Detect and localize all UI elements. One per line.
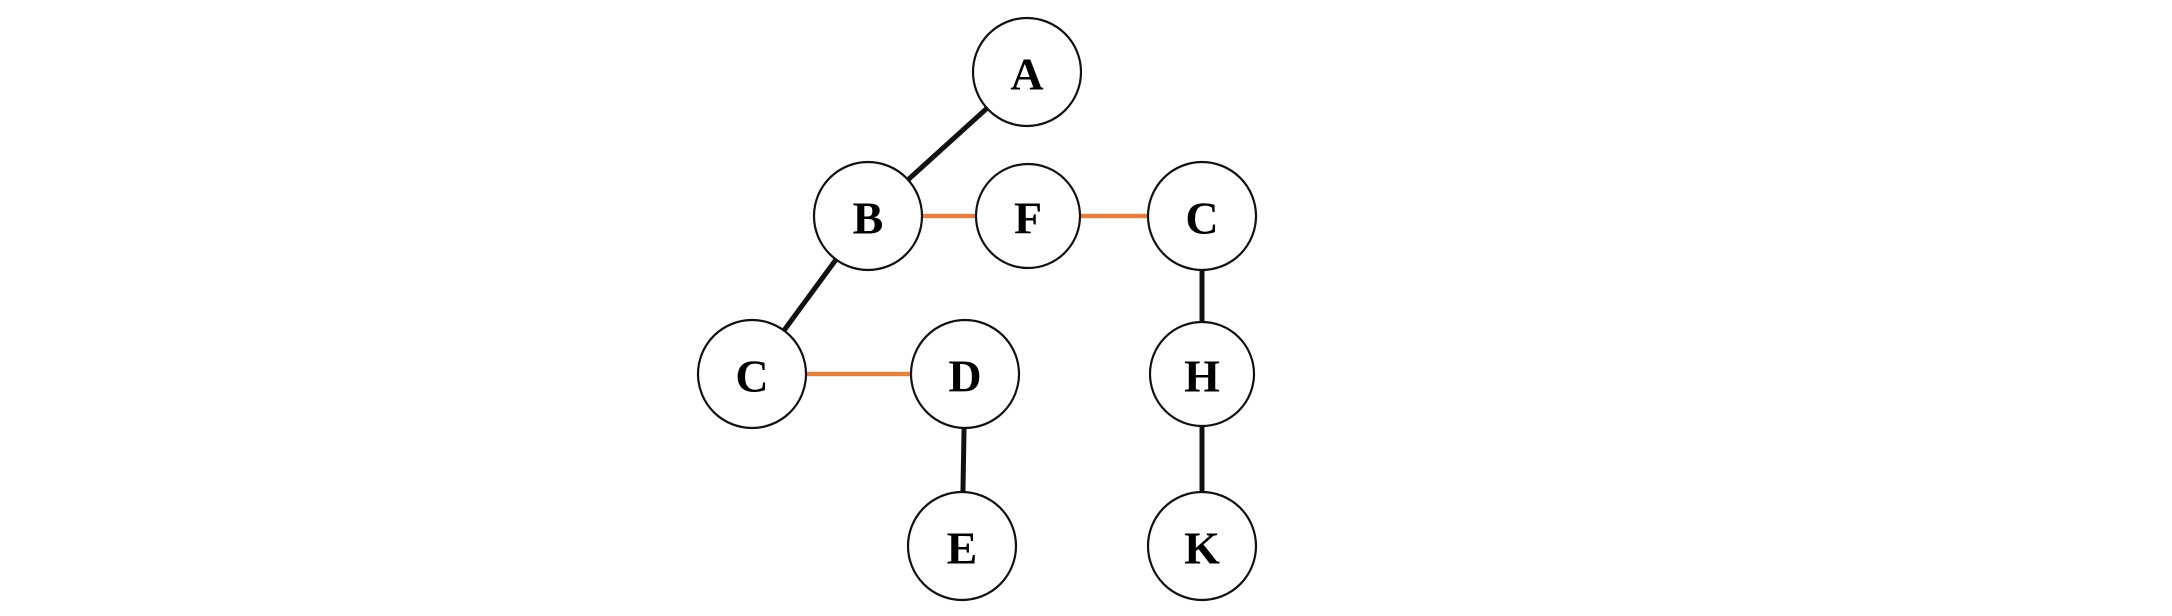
graph-node-n2[interactable]: B (812, 160, 924, 272)
node-circle[interactable] (1146, 160, 1258, 272)
graph-node-n9[interactable]: K (1146, 490, 1258, 602)
node-circle[interactable] (909, 318, 1021, 430)
node-circle[interactable] (1148, 320, 1256, 428)
node-circle[interactable] (812, 160, 924, 272)
node-circle[interactable] (974, 162, 1082, 270)
graph-node-n3[interactable]: F (974, 162, 1082, 270)
graph-edge-a-b (906, 106, 989, 182)
node-circle[interactable] (1146, 490, 1258, 602)
node-circle[interactable] (971, 16, 1083, 128)
graph-edge-d-e (960, 427, 967, 493)
graph-node-n4[interactable]: C (1146, 160, 1258, 272)
graph-node-n7[interactable]: H (1148, 320, 1256, 428)
graph-edge-b-c (781, 258, 839, 332)
graph-node-n1[interactable]: A (971, 16, 1083, 128)
edge-layer (781, 106, 1205, 493)
graph-node-n8[interactable]: E (906, 490, 1018, 602)
node-circle[interactable] (696, 318, 808, 430)
graph-node-n6[interactable]: D (909, 318, 1021, 430)
node-circle[interactable] (906, 490, 1018, 602)
graph-node-n5[interactable]: C (696, 318, 808, 430)
